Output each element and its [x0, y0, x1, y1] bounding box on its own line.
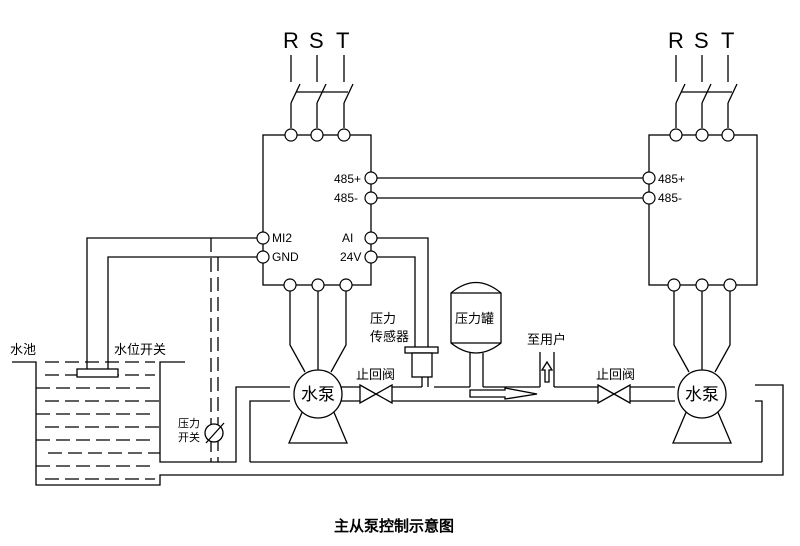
pressure-switch-label-1: 压力 [178, 417, 200, 430]
flow-arrow-icon [469, 387, 538, 400]
master-mi2-terminal [256, 231, 270, 245]
master-input-terminal [310, 128, 324, 142]
to-user-arrow-icon [540, 360, 554, 383]
level-switch-float-icon [76, 368, 119, 378]
master-24v-label: 24V [340, 250, 361, 264]
master-output-terminal [339, 278, 353, 292]
master-485minus-terminal [364, 191, 378, 205]
pressure-sensor-label-1: 压力 [370, 312, 396, 327]
slave-check-valve-icon [597, 383, 631, 405]
slave-485minus-label: 485- [658, 191, 682, 205]
slave-input-terminal [695, 128, 709, 142]
master-phase-s: S [309, 28, 324, 53]
master-pump-label: 水泵 [301, 385, 335, 405]
master-output-terminal [283, 278, 297, 292]
slave-phase-t: T [721, 28, 734, 53]
master-pump-icon [288, 291, 348, 444]
master-check-valve-label: 止回阀 [356, 368, 395, 383]
pool-label: 水池 [10, 343, 36, 358]
slave-output-terminal [667, 278, 681, 292]
master-input-terminal [284, 128, 298, 142]
master-485plus-label: 485+ [334, 172, 361, 186]
slave-output-terminal [723, 278, 737, 292]
master-485minus-label: 485- [334, 191, 358, 205]
slave-drive: R S T 485+ 485- [642, 28, 758, 292]
level-switch-label: 水位开关 [114, 343, 166, 358]
master-input-terminal [337, 128, 351, 142]
diagram-caption: 主从泵控制示意图 [334, 517, 454, 535]
rs485-bus [377, 177, 643, 199]
pressure-sensor-label-2: 传感器 [370, 329, 409, 345]
pressure-tank-icon [450, 281, 502, 387]
master-phase-r: R [283, 28, 299, 53]
to-user-label: 至用户 [527, 332, 566, 348]
slave-check-valve-label: 止回阀 [596, 368, 635, 383]
slave-phase-r: R [668, 28, 684, 53]
master-output-terminal [311, 278, 325, 292]
water-pool: 水池 [10, 343, 784, 486]
slave-phase-s: S [694, 28, 709, 53]
slave-breaker-icon [675, 55, 738, 128]
level-switch-wiring [86, 237, 257, 370]
pressure-switch-label-2: 开关 [178, 430, 200, 444]
master-drive: R S T 485+ 485- AI 24V [256, 28, 378, 292]
slave-inverter-box [648, 134, 758, 286]
master-gnd-label: GND [272, 250, 299, 264]
master-24v-terminal [364, 250, 378, 264]
slave-pump-icon [672, 291, 732, 444]
master-485plus-terminal [364, 171, 378, 185]
slave-485plus-terminal [642, 171, 656, 185]
slave-output-terminal [695, 278, 709, 292]
master-gnd-terminal [256, 250, 270, 264]
pressure-switch-icon [204, 422, 225, 444]
slave-485plus-label: 485+ [658, 172, 685, 186]
slave-pump-label: 水泵 [685, 385, 719, 405]
master-phase-t: T [336, 28, 349, 53]
slave-485minus-terminal [642, 191, 656, 205]
master-ai-label: AI [342, 231, 353, 245]
main-pipe [249, 352, 763, 463]
pressure-tank-label: 压力罐 [455, 312, 494, 327]
master-check-valve-icon [359, 383, 393, 405]
slave-input-terminal [669, 128, 683, 142]
slave-input-terminal [721, 128, 735, 142]
pressure-sensor-icon [404, 346, 439, 387]
master-mi2-label: MI2 [272, 231, 292, 245]
master-breaker-icon [290, 55, 354, 128]
sensor-wiring [377, 237, 429, 348]
master-ai-terminal [364, 231, 378, 245]
